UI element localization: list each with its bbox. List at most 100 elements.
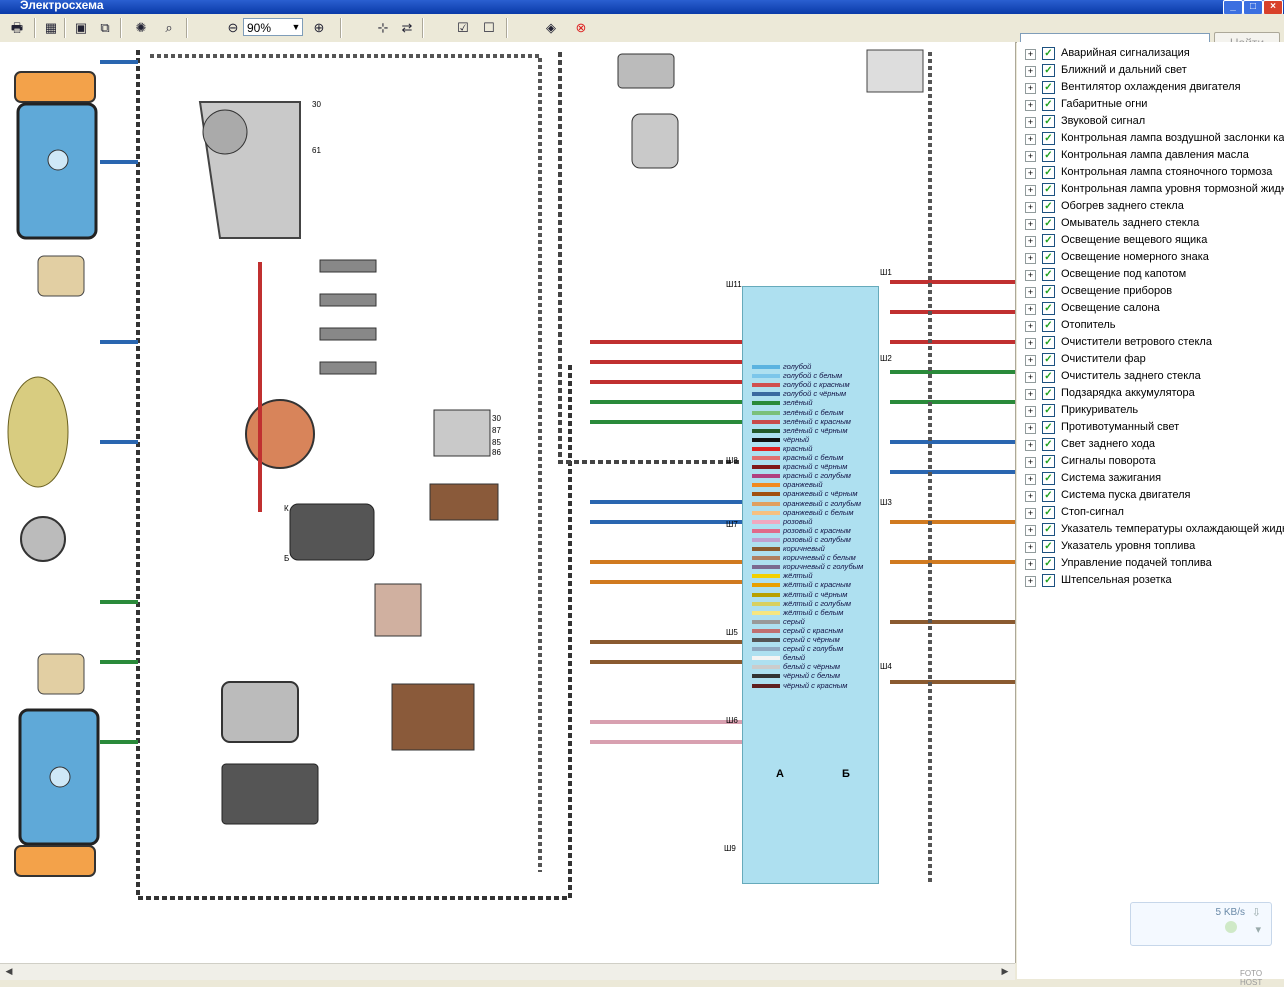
system-item[interactable]: +✓Отопитель: [1025, 318, 1284, 335]
checkbox[interactable]: ✓: [1042, 370, 1055, 383]
checkbox[interactable]: ✓: [1042, 353, 1055, 366]
checkbox[interactable]: ✓: [1042, 234, 1055, 247]
checkbox[interactable]: ✓: [1042, 540, 1055, 553]
expand-icon[interactable]: +: [1025, 321, 1036, 332]
connection-tool-icon[interactable]: ⇄: [401, 20, 413, 35]
chevron-down-icon[interactable]: ▼: [291, 22, 301, 32]
checkbox[interactable]: ✓: [1042, 200, 1055, 213]
expand-icon[interactable]: +: [1025, 406, 1036, 417]
wiring-diagram-canvas[interactable]: Ш11 Ш1 Ш2 Ш3 Ш4 Ш5 Ш6 Ш7 Ш8 Ш9 А Б 30 61…: [0, 42, 1016, 963]
checkbox[interactable]: ✓: [1042, 319, 1055, 332]
system-item[interactable]: +✓Очиститель заднего стекла: [1025, 369, 1284, 386]
expand-icon[interactable]: +: [1025, 338, 1036, 349]
checkbox[interactable]: ✓: [1042, 472, 1055, 485]
system-item[interactable]: +✓Освещение вещевого ящика: [1025, 233, 1284, 250]
system-item[interactable]: +✓Ближний и дальний свет: [1025, 63, 1284, 80]
checkbox[interactable]: ✓: [1042, 336, 1055, 349]
check-all-icon[interactable]: ☑: [457, 20, 469, 35]
uncheck-all-icon[interactable]: ☐: [483, 20, 495, 35]
system-item[interactable]: +✓Контрольная лампа давления масла: [1025, 148, 1284, 165]
expand-icon[interactable]: +: [1025, 423, 1036, 434]
eraser-icon[interactable]: ◈: [546, 20, 556, 35]
scroll-right-icon[interactable]: ▶: [1001, 966, 1009, 976]
system-item[interactable]: +✓Указатель температуры охлаждающей жидк…: [1025, 522, 1284, 539]
checkbox[interactable]: ✓: [1042, 523, 1055, 536]
maximize-button[interactable]: □: [1243, 0, 1263, 15]
checkbox[interactable]: ✓: [1042, 251, 1055, 264]
stop-icon[interactable]: ⊗: [575, 20, 587, 35]
expand-icon[interactable]: +: [1025, 457, 1036, 468]
system-item[interactable]: +✓Очистители фар: [1025, 352, 1284, 369]
expand-icon[interactable]: +: [1025, 525, 1036, 536]
system-item[interactable]: +✓Система пуска двигателя: [1025, 488, 1284, 505]
scroll-left-icon[interactable]: ◀: [5, 966, 13, 976]
checkbox[interactable]: ✓: [1042, 183, 1055, 196]
checkbox[interactable]: ✓: [1042, 149, 1055, 162]
system-item[interactable]: +✓Система зажигания: [1025, 471, 1284, 488]
system-item[interactable]: +✓Контрольная лампа стояночного тормоза: [1025, 165, 1284, 182]
system-item[interactable]: +✓Прикуриватель: [1025, 403, 1284, 420]
menu-icon[interactable]: ▾: [1255, 924, 1261, 936]
select-tool-icon[interactable]: ⊹: [377, 20, 389, 35]
system-item[interactable]: +✓Стоп-сигнал: [1025, 505, 1284, 522]
minimize-button[interactable]: _: [1223, 0, 1243, 15]
expand-icon[interactable]: +: [1025, 508, 1036, 519]
expand-icon[interactable]: +: [1025, 236, 1036, 247]
system-item[interactable]: +✓Контрольная лампа воздушной заслонки к…: [1025, 131, 1284, 148]
checkbox[interactable]: ✓: [1042, 455, 1055, 468]
checkbox[interactable]: ✓: [1042, 574, 1055, 587]
print-icon[interactable]: 🖶: [10, 20, 24, 35]
checkbox[interactable]: ✓: [1042, 268, 1055, 281]
system-item[interactable]: +✓Вентилятор охлаждения двигателя: [1025, 80, 1284, 97]
system-item[interactable]: +✓Указатель уровня топлива: [1025, 539, 1284, 556]
checkbox[interactable]: ✓: [1042, 217, 1055, 230]
highlight-icon[interactable]: ✺: [135, 20, 147, 35]
system-item[interactable]: +✓Подзарядка аккумулятора: [1025, 386, 1284, 403]
system-item[interactable]: +✓Омыватель заднего стекла: [1025, 216, 1284, 233]
checkbox[interactable]: ✓: [1042, 47, 1055, 60]
system-item[interactable]: +✓Противотуманный свет: [1025, 420, 1284, 437]
system-item[interactable]: +✓Освещение под капотом: [1025, 267, 1284, 284]
expand-icon[interactable]: +: [1025, 355, 1036, 366]
checkbox[interactable]: ✓: [1042, 387, 1055, 400]
expand-icon[interactable]: +: [1025, 66, 1036, 77]
expand-icon[interactable]: +: [1025, 219, 1036, 230]
system-item[interactable]: +✓Сигналы поворота: [1025, 454, 1284, 471]
checkbox[interactable]: ✓: [1042, 438, 1055, 451]
checkbox[interactable]: ✓: [1042, 64, 1055, 77]
expand-icon[interactable]: +: [1025, 49, 1036, 60]
horizontal-scrollbar[interactable]: ◀ ▶: [0, 963, 1015, 980]
system-item[interactable]: +✓Контрольная лампа уровня тормозной жид…: [1025, 182, 1284, 199]
system-item[interactable]: +✓Габаритные огни: [1025, 97, 1284, 114]
expand-icon[interactable]: +: [1025, 491, 1036, 502]
checkbox[interactable]: ✓: [1042, 115, 1055, 128]
expand-icon[interactable]: +: [1025, 389, 1036, 400]
checkbox[interactable]: ✓: [1042, 98, 1055, 111]
expand-icon[interactable]: +: [1025, 100, 1036, 111]
checkbox[interactable]: ✓: [1042, 404, 1055, 417]
expand-icon[interactable]: +: [1025, 542, 1036, 553]
zoom-out-icon[interactable]: ⊖: [227, 20, 239, 35]
expand-icon[interactable]: +: [1025, 440, 1036, 451]
fit-window-icon[interactable]: ▦: [44, 20, 58, 35]
expand-icon[interactable]: +: [1025, 372, 1036, 383]
checkbox[interactable]: ✓: [1042, 302, 1055, 315]
expand-icon[interactable]: +: [1025, 83, 1036, 94]
zoom-select[interactable]: 90%: [243, 18, 303, 36]
checkbox[interactable]: ✓: [1042, 421, 1055, 434]
system-item[interactable]: +✓Очистители ветрового стекла: [1025, 335, 1284, 352]
checkbox[interactable]: ✓: [1042, 506, 1055, 519]
expand-icon[interactable]: +: [1025, 559, 1036, 570]
expand-icon[interactable]: +: [1025, 202, 1036, 213]
expand-icon[interactable]: +: [1025, 151, 1036, 162]
system-item[interactable]: +✓Управление подачей топлива: [1025, 556, 1284, 573]
expand-icon[interactable]: +: [1025, 304, 1036, 315]
close-window-button[interactable]: ×: [1263, 0, 1283, 15]
system-item[interactable]: +✓Освещение номерного знака: [1025, 250, 1284, 267]
zoom-in-icon[interactable]: ⊕: [313, 20, 325, 35]
system-item[interactable]: +✓Освещение салона: [1025, 301, 1284, 318]
arrange-icon[interactable]: ⧉: [100, 20, 110, 35]
system-item[interactable]: +✓Свет заднего хода: [1025, 437, 1284, 454]
download-icon[interactable]: ⇩: [1251, 907, 1261, 919]
expand-icon[interactable]: +: [1025, 270, 1036, 281]
